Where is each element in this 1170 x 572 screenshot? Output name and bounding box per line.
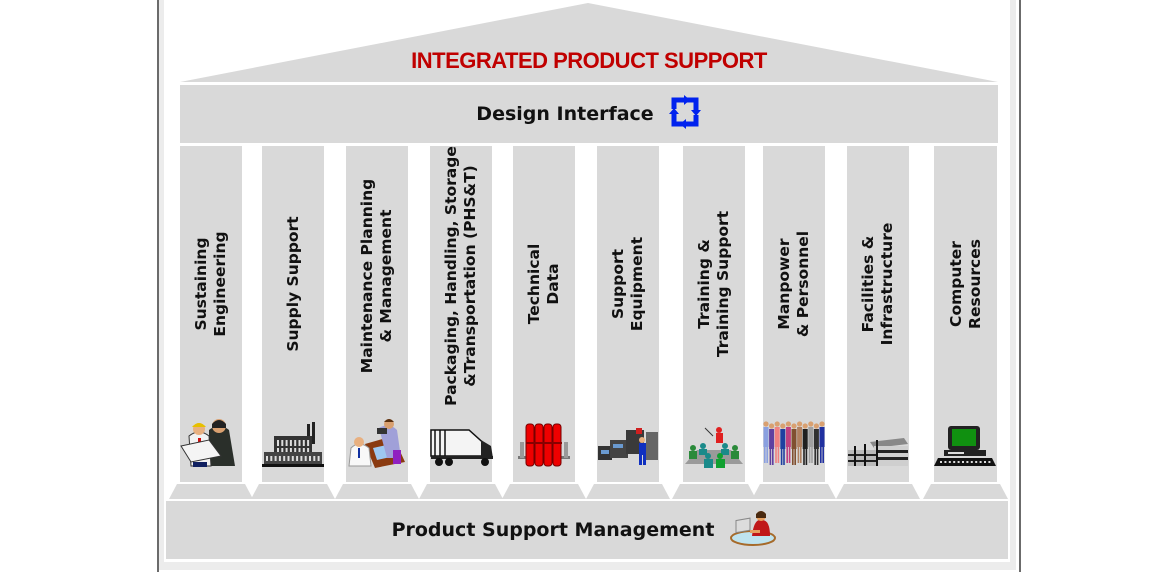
pillar-label-line: Computer	[946, 241, 965, 327]
pillar-label-line: Manpower	[775, 238, 793, 330]
equipment-operator-icon	[596, 424, 660, 472]
pillar-label: Supply Support	[263, 164, 323, 404]
pillar-label-line: Engineering	[211, 231, 229, 337]
pillar: Facilities &Infrastructure	[847, 146, 909, 482]
foundation-label: Product Support Management	[391, 519, 715, 541]
pillar-label-line: Sustaining	[192, 237, 210, 331]
binders-icon	[514, 422, 574, 472]
maintenance-workers-icon	[347, 418, 407, 472]
pillar-label-line: Maintenance Planning	[358, 178, 376, 374]
pillar-base	[752, 484, 836, 499]
pillar-label-line: Infrastructure	[878, 222, 896, 346]
pillar-label-line: &Transportation (PHS&T)	[461, 165, 479, 387]
pillar-base	[169, 484, 253, 499]
pillar-label-line: Supply Support	[283, 216, 302, 352]
pillar-label-line: Technical	[525, 243, 543, 325]
pillar-label-line: Training &	[695, 239, 713, 329]
pillar-label: Maintenance Planning& Management	[347, 156, 407, 396]
frame-shadow-left	[159, 0, 164, 570]
cycle-arrows-icon	[668, 95, 702, 133]
pillar-label-line: Facilities &	[859, 235, 877, 333]
frame-shadow-right	[1010, 0, 1016, 570]
pillar-label-line: Equipment	[628, 236, 646, 332]
pillar-label: Manpower& Personnel	[764, 164, 824, 404]
design-interface-label: Design Interface	[476, 103, 654, 125]
pillar-label-line: Support	[609, 248, 627, 320]
pillar: Packaging, Handling, Storage&Transportat…	[429, 146, 493, 482]
frame-shadow-bottom	[159, 562, 1016, 570]
factory-icon	[262, 422, 324, 472]
pillar-base	[923, 484, 1008, 499]
pillar-label: Training &Training Support	[684, 164, 744, 404]
pillar-label-line: Resources	[965, 239, 984, 329]
pillar-base	[586, 484, 670, 499]
pillar: Manpower& Personnel	[763, 146, 825, 482]
pillar-label-line: & Personnel	[794, 230, 812, 338]
manager-at-desk-icon	[728, 508, 782, 552]
pillar-label-line: Training Support	[714, 210, 732, 358]
roof	[180, 3, 998, 82]
pillar: Supply Support	[262, 146, 324, 482]
pillar-label-line: & Management	[377, 209, 395, 343]
pillar-label: Packaging, Handling, Storage&Transportat…	[431, 146, 491, 406]
building-icon	[846, 434, 910, 472]
pillar-label-line: Data	[544, 263, 562, 305]
pillar: Training &Training Support	[683, 146, 745, 482]
pillar-base	[335, 484, 419, 499]
diagram-title: INTEGRATED PRODUCT SUPPORT	[411, 48, 767, 73]
pillar-label: Facilities &Infrastructure	[848, 164, 908, 404]
design-interface-beam: Design Interface	[180, 85, 998, 143]
roof-pediment	[180, 3, 998, 82]
pillar: Maintenance Planning& Management	[346, 146, 408, 482]
engineers-with-blueprint-icon	[179, 416, 243, 472]
pillar-base	[419, 484, 503, 499]
classroom-icon	[683, 424, 745, 472]
pillar-base	[502, 484, 586, 499]
product-support-management-foundation: Product Support Management	[166, 501, 1008, 559]
computer-icon	[933, 424, 998, 472]
group-of-people-icon	[762, 418, 826, 472]
pillar-base	[672, 484, 756, 499]
pillar-label-line: Packaging, Handling, Storage	[442, 146, 460, 406]
pillar-base	[836, 484, 920, 499]
truck-icon	[429, 426, 493, 472]
pillar-base	[251, 484, 335, 499]
